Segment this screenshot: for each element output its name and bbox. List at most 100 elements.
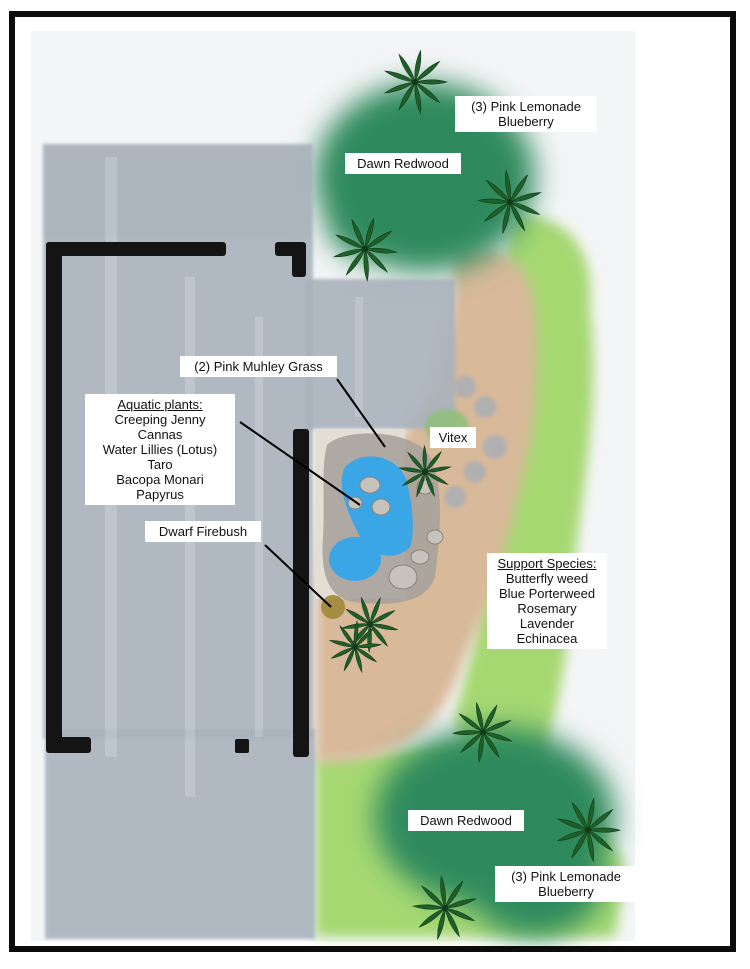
palm-frond bbox=[345, 248, 366, 276]
palm-frond bbox=[398, 467, 426, 473]
palm-frond bbox=[451, 730, 484, 736]
palm-frond bbox=[440, 875, 446, 909]
palm-frond bbox=[482, 704, 498, 733]
palm-frond bbox=[476, 198, 511, 204]
label-dawn-redwood-bottom: Dawn Redwood bbox=[408, 810, 524, 831]
palm-icon bbox=[451, 701, 513, 763]
palm-frond bbox=[437, 907, 446, 941]
label-blueberry-top: (3) Pink Lemonade Blueberry bbox=[455, 96, 597, 132]
palm-trunk bbox=[480, 729, 486, 735]
palm-frond bbox=[424, 471, 435, 498]
palm-frond bbox=[414, 81, 422, 115]
palm-trunk bbox=[412, 79, 418, 85]
leader-line-firebush bbox=[264, 544, 332, 608]
palm-frond bbox=[335, 234, 366, 250]
palm-frond bbox=[414, 60, 441, 83]
label-support-species: Support Species: Butterfly weed Blue Por… bbox=[487, 553, 607, 649]
palm-frond bbox=[364, 248, 389, 273]
palm-frond bbox=[422, 444, 427, 473]
palm-frond bbox=[339, 624, 356, 648]
palm-frond bbox=[509, 174, 528, 203]
palm-frond bbox=[364, 247, 398, 254]
palm-frond bbox=[478, 731, 484, 763]
palm-icon bbox=[556, 797, 622, 863]
palm-frond bbox=[509, 201, 541, 215]
palm-frond bbox=[414, 81, 441, 104]
palm-frond bbox=[557, 818, 589, 831]
palm-frond bbox=[398, 53, 416, 83]
palm-trunk bbox=[367, 621, 373, 627]
palm-frond bbox=[369, 623, 389, 647]
palm-frond bbox=[418, 907, 446, 928]
palm-icon bbox=[411, 875, 477, 941]
label-blueberry-bottom: (3) Pink Lemonade Blueberry bbox=[495, 866, 637, 902]
palm-frond bbox=[458, 713, 484, 733]
palm-frond bbox=[328, 640, 356, 648]
leader-lines bbox=[239, 378, 386, 608]
palm-frond bbox=[364, 230, 393, 250]
pond-water-small bbox=[329, 537, 381, 581]
palm-icon bbox=[383, 49, 449, 115]
pond-area bbox=[315, 429, 444, 604]
palm-trunk bbox=[442, 905, 448, 911]
palm-frond bbox=[414, 49, 422, 83]
palm-trunk bbox=[362, 246, 368, 252]
landscape-plan-frame: (3) Pink Lemonade Blueberry Dawn Redwood… bbox=[9, 11, 736, 952]
palm-frond bbox=[505, 169, 511, 203]
palm-frond bbox=[351, 218, 366, 250]
palm-frond bbox=[476, 701, 484, 733]
palm-frond bbox=[587, 829, 594, 863]
palm-frond bbox=[556, 829, 589, 842]
palm-frond bbox=[354, 627, 375, 648]
palm-frond bbox=[369, 596, 381, 625]
palm-frond bbox=[398, 81, 416, 111]
palm-frond bbox=[424, 466, 452, 473]
palm-frond bbox=[444, 898, 477, 909]
palm-frond bbox=[587, 797, 595, 831]
palm-frond bbox=[401, 471, 426, 487]
palm-trunk bbox=[507, 199, 513, 205]
palm-frond bbox=[571, 801, 589, 831]
palm-frond bbox=[482, 731, 513, 742]
palm-frond bbox=[485, 179, 511, 203]
stepping-stone-icon bbox=[444, 376, 507, 508]
palm-frond bbox=[383, 81, 416, 94]
palm-frond bbox=[424, 471, 449, 486]
palm-frond bbox=[483, 201, 511, 222]
palm-frond bbox=[363, 248, 369, 282]
dwarf-firebush bbox=[321, 595, 345, 619]
palm-frond bbox=[509, 201, 526, 232]
palm-frond bbox=[502, 201, 511, 235]
palm-icon bbox=[332, 217, 398, 282]
walls bbox=[46, 242, 309, 757]
leader-line-muhley bbox=[336, 378, 386, 448]
label-dwarf-firebush: Dwarf Firebush bbox=[145, 521, 261, 542]
palm-frond bbox=[354, 646, 363, 674]
palm-group bbox=[328, 49, 622, 941]
palm-frond bbox=[364, 217, 375, 250]
palm-trunk bbox=[352, 644, 358, 650]
palm-frond bbox=[360, 596, 371, 625]
palm-frond bbox=[354, 643, 382, 648]
palm-trunk bbox=[585, 827, 591, 833]
palm-frond bbox=[345, 608, 371, 625]
palm-frond bbox=[343, 646, 356, 672]
leader-line-aquatic bbox=[239, 421, 361, 506]
palm-frond bbox=[369, 623, 399, 631]
palm-frond bbox=[482, 731, 500, 759]
palm-frond bbox=[587, 829, 614, 852]
palm-frond bbox=[353, 620, 359, 648]
palm-frond bbox=[354, 646, 378, 663]
label-dawn-redwood-top: Dawn Redwood bbox=[345, 153, 461, 174]
palm-frond bbox=[369, 610, 396, 625]
palm-frond bbox=[587, 827, 622, 833]
palm-frond bbox=[420, 885, 446, 909]
palm-frond bbox=[571, 829, 589, 859]
palm-frond bbox=[383, 70, 416, 83]
palm-frond bbox=[444, 907, 460, 938]
palm-frond bbox=[332, 248, 366, 258]
palm-frond bbox=[424, 450, 442, 473]
palm-icon bbox=[328, 620, 382, 674]
palm-icon bbox=[476, 169, 542, 235]
label-aquatic-plants: Aquatic plants: Creeping Jenny Cannas Wa… bbox=[85, 394, 235, 505]
